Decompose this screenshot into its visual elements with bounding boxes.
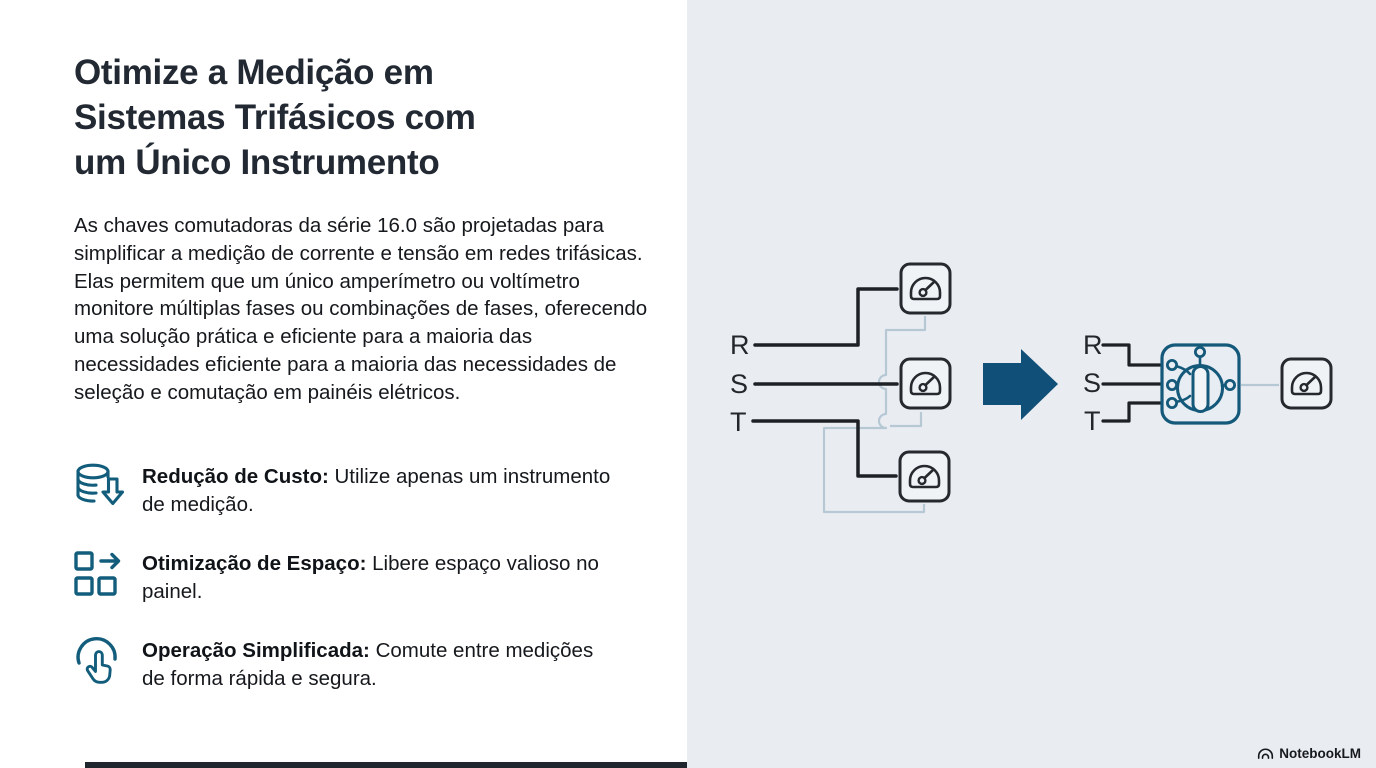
coins-cost-reduction-icon: [76, 463, 124, 506]
squares-space-optimization-icon: [74, 551, 121, 596]
list-item-cost-reduction: Redução de Custo: Utilize apenas um inst…: [72, 460, 647, 518]
wire-t-before: [751, 419, 898, 478]
meter-gauge-icon-single: [1280, 357, 1333, 410]
three-phase-diagram: R S T R S T: [730, 262, 1333, 514]
benefit-list: Redução de Custo: Utilize apenas um inst…: [72, 460, 647, 692]
phase-label-s: S: [1083, 368, 1101, 398]
list-item-body: Comute entre medições de forma rápida e …: [142, 639, 594, 690]
diagram-panel: R S T R S T: [687, 0, 1376, 768]
list-item-label: Otimização de Espaço:: [142, 552, 367, 575]
phase-label-r: R: [1083, 330, 1103, 360]
wire-r-before: [753, 287, 899, 347]
notebooklm-logo-icon: [1258, 748, 1274, 759]
title-line-2: Sistemas Trifásicos com: [74, 98, 476, 137]
wire-t-after: [1101, 401, 1162, 423]
watermark-label: NotebookLM: [1279, 746, 1361, 761]
intro-paragraph: As chaves comutadoras da série 16.0 são …: [74, 214, 648, 404]
list-item-label: Operação Simplificada:: [142, 639, 370, 662]
rotary-switch-icon: [1160, 343, 1241, 425]
list-item-text: Redução de Custo: Utilize apenas um inst…: [142, 460, 620, 518]
list-item-label: Redução de Custo:: [142, 465, 329, 488]
phase-wires-before: [751, 287, 899, 478]
list-item-body: Utilize apenas um instrumento de medição…: [142, 465, 611, 516]
watermark: NotebookLM: [1257, 746, 1361, 761]
list-item-space-optimization: Otimização de Espaço: Libere espaço vali…: [72, 547, 647, 605]
next-section-cutoff: [85, 762, 687, 768]
flow-arrow-icon: [983, 349, 1058, 420]
text-panel: Otimize a Medição em Sistemas Trifásicos…: [0, 0, 687, 768]
title-line-3: um Único Instrumento: [74, 143, 440, 182]
phase-label-t: T: [1084, 406, 1101, 436]
meter-gauge-icon-1: [899, 262, 952, 315]
return-wires: [822, 316, 927, 514]
tap-hand-icon: [76, 637, 117, 684]
page-title: Otimize a Medição em Sistemas Trifásicos…: [74, 50, 654, 185]
list-item-text: Operação Simplificada: Comute entre medi…: [142, 634, 620, 692]
phase-label-r: R: [730, 330, 750, 360]
phase-wires-after: [1101, 343, 1162, 423]
phase-label-t: T: [730, 407, 747, 437]
phase-label-s: S: [730, 369, 748, 399]
meter-gauge-icon-3: [898, 450, 951, 503]
list-item-body: Libere espaço valioso no painel.: [142, 552, 599, 603]
phase-labels-after: R S T: [1083, 330, 1103, 436]
wire-r-after: [1101, 343, 1162, 367]
list-item-simplified-operation: Operação Simplificada: Comute entre medi…: [72, 634, 647, 692]
list-item-text: Otimização de Espaço: Libere espaço vali…: [142, 547, 620, 605]
phase-labels-before: R S T: [730, 330, 750, 437]
title-line-1: Otimize a Medição em: [74, 53, 434, 92]
meter-gauge-icon-2: [899, 357, 952, 410]
